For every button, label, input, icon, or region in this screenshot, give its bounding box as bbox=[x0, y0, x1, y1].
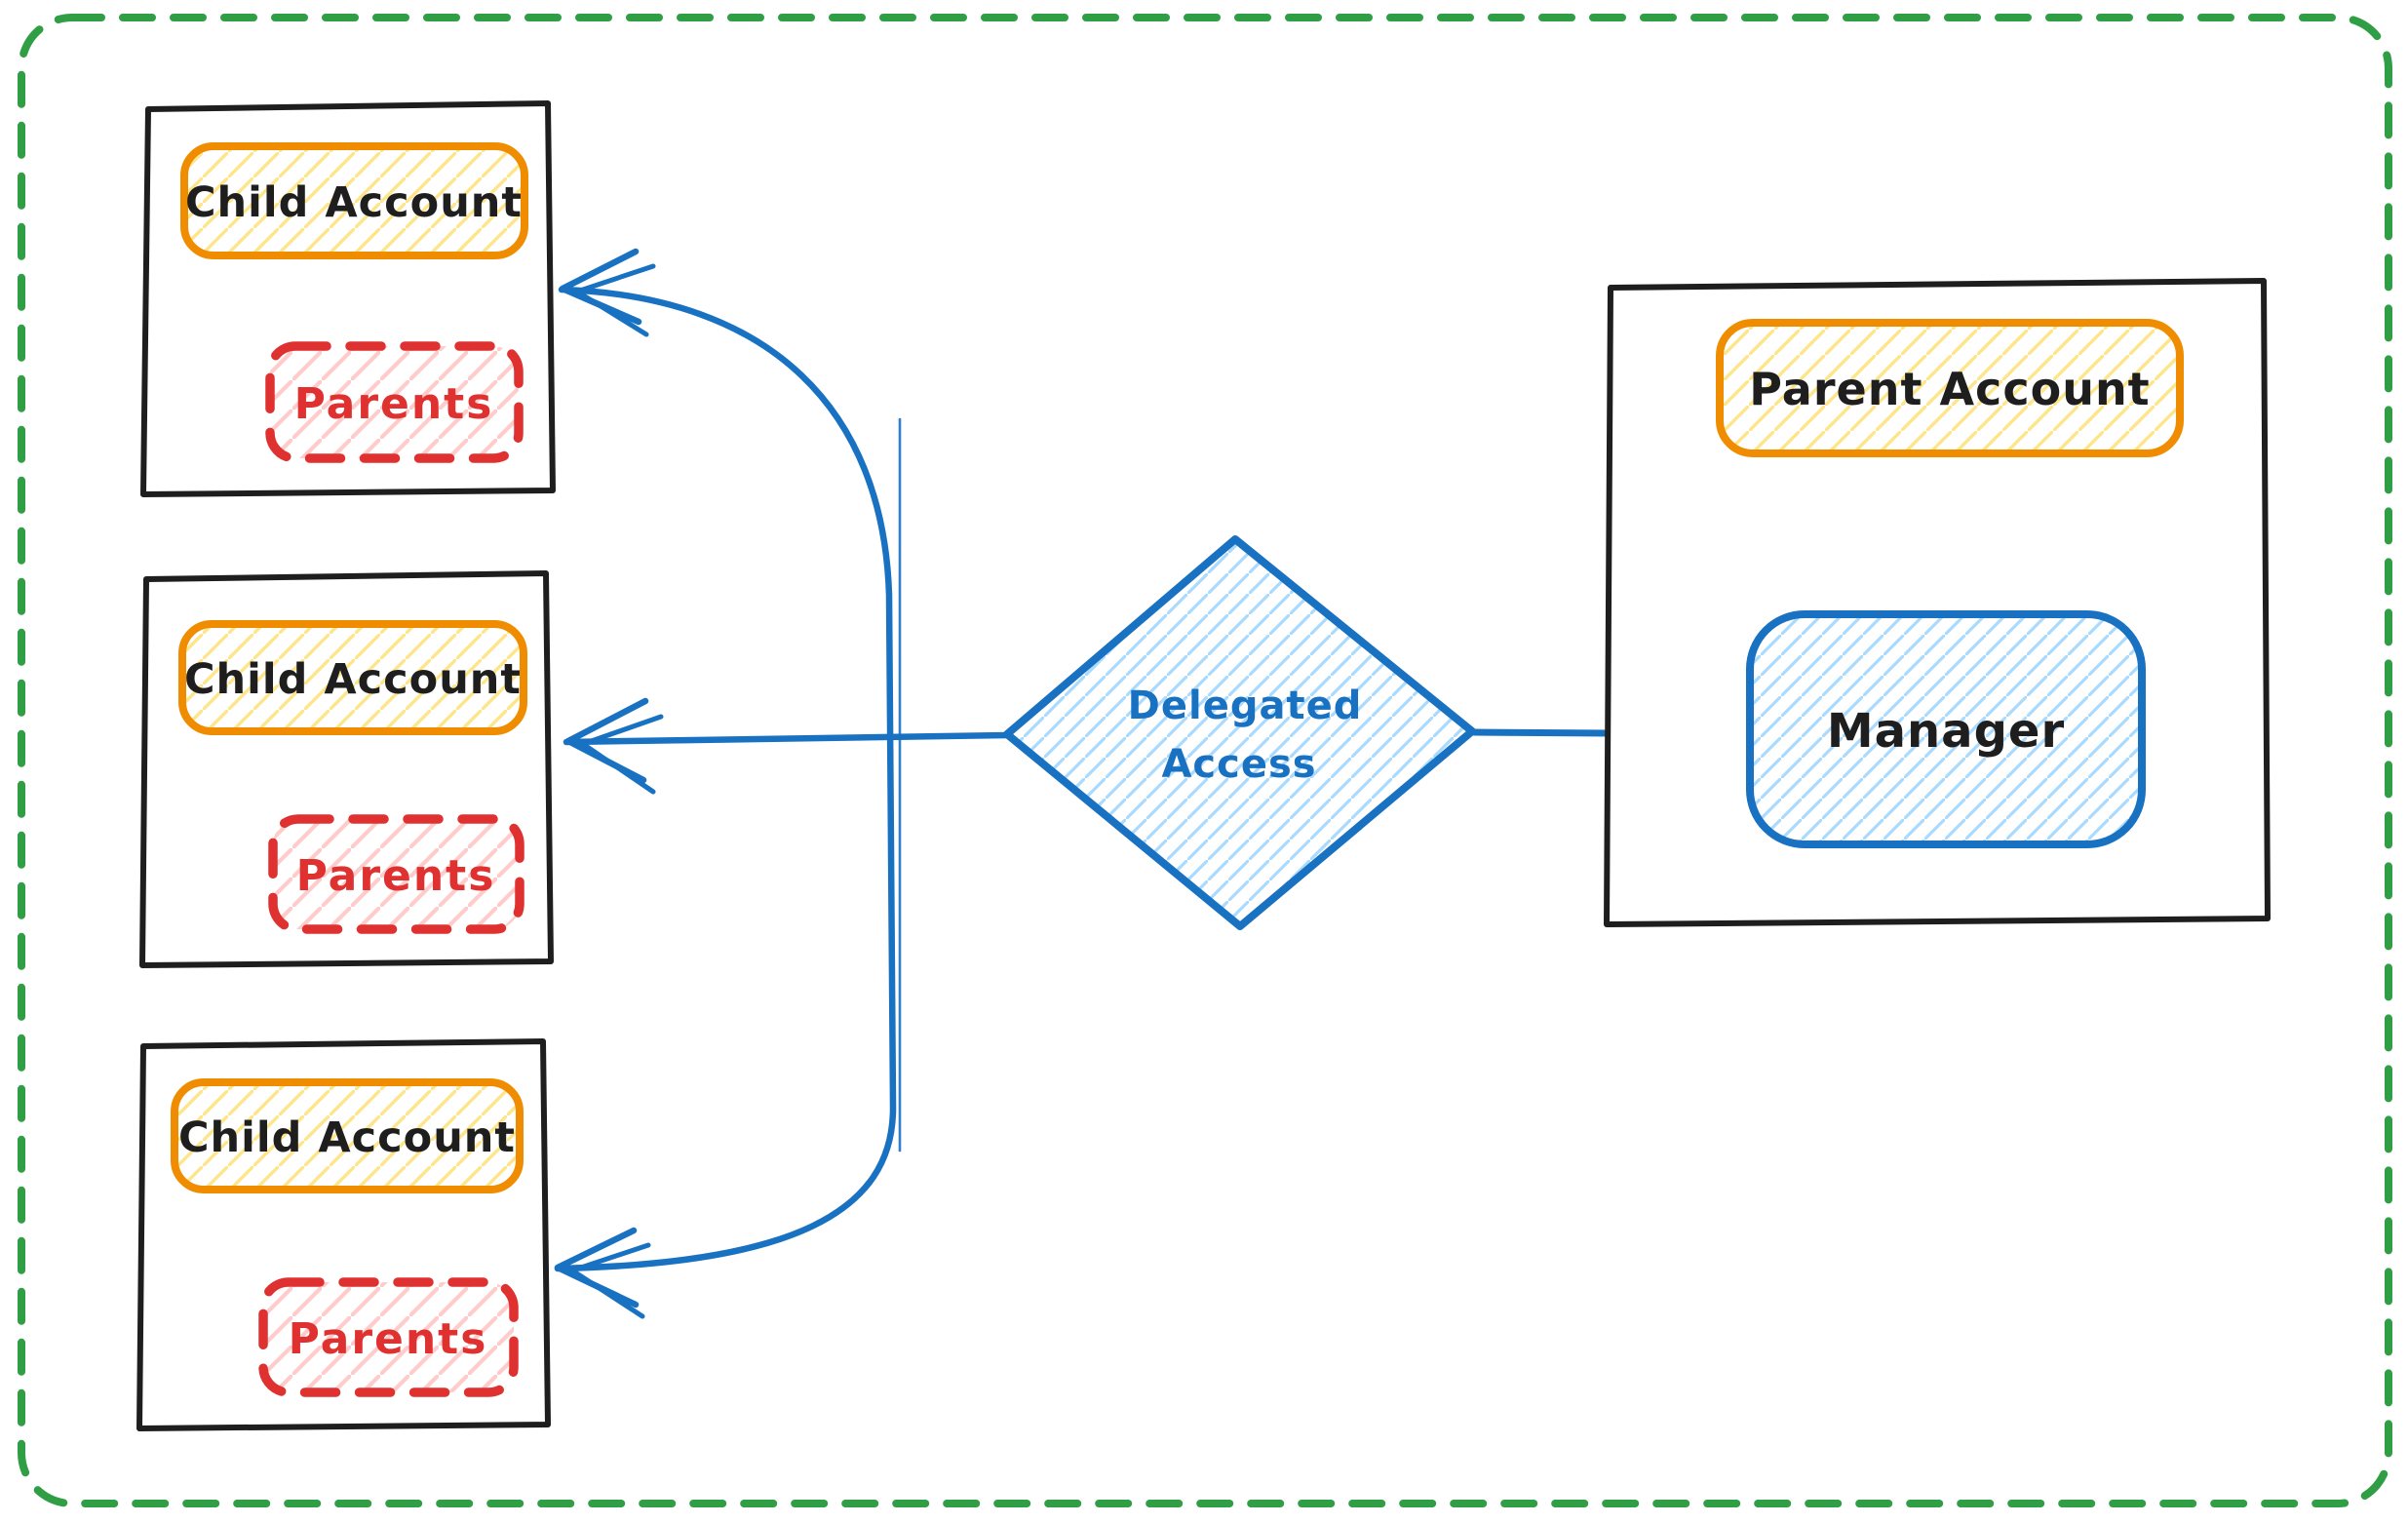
badge-shape bbox=[265, 341, 524, 463]
arrowhead-top bbox=[559, 248, 642, 326]
arrow-delegated-to-middle-child[interactable] bbox=[563, 697, 1013, 795]
manager-label: Manager bbox=[1827, 704, 2065, 759]
parents-badge[interactable]: Parents bbox=[265, 341, 524, 463]
canvas-border bbox=[18, 14, 2392, 1507]
diamond-shape bbox=[1003, 535, 1476, 930]
label-shape bbox=[171, 1078, 524, 1193]
parents-label: Parents bbox=[296, 851, 496, 901]
child-account-box-1[interactable]: Child Account Parents bbox=[140, 100, 556, 497]
delegated-access-line1: Delegated bbox=[1128, 684, 1363, 728]
delegated-access-diamond[interactable]: Delegated Access bbox=[1003, 535, 1476, 930]
middle-arrow-line bbox=[563, 731, 1013, 746]
label-shape bbox=[180, 142, 528, 259]
parent-account-label[interactable]: Parent Account bbox=[1716, 319, 2184, 457]
arrow-delegated-to-children-trunk[interactable] bbox=[554, 248, 902, 1319]
child-account-label[interactable]: Child Account bbox=[171, 1078, 524, 1193]
parents-label: Parents bbox=[289, 1314, 488, 1364]
child-account-title: Child Account bbox=[184, 655, 522, 704]
parents-label: Parents bbox=[294, 379, 494, 429]
delegated-access-line2: Access bbox=[1161, 742, 1316, 787]
manager-shape bbox=[1746, 610, 2146, 848]
arrowhead-bottom-sketch bbox=[569, 1242, 651, 1319]
child-account-box-3[interactable]: Child Account Parents bbox=[136, 1038, 551, 1431]
parents-badge[interactable]: Parents bbox=[258, 1277, 519, 1397]
arrowhead-middle-sketch bbox=[580, 714, 664, 795]
label-shape bbox=[178, 620, 527, 735]
trunk-curve bbox=[554, 286, 897, 1272]
child-account-label[interactable]: Child Account bbox=[178, 620, 527, 735]
parents-badge[interactable]: Parents bbox=[268, 814, 524, 934]
parent-account-box[interactable]: Parent Account Manager bbox=[1604, 278, 2271, 927]
badge-shape bbox=[258, 1277, 519, 1397]
child-account-label[interactable]: Child Account bbox=[180, 142, 528, 259]
manager-node[interactable]: Manager bbox=[1746, 610, 2146, 848]
child-account-box-2[interactable]: Child Account Parents bbox=[139, 570, 554, 968]
label-shape bbox=[1716, 319, 2184, 457]
arrowhead-top-sketch bbox=[574, 263, 656, 337]
badge-shape bbox=[268, 814, 524, 934]
child-account-title: Child Account bbox=[178, 1114, 516, 1162]
child-account-title: Child Account bbox=[185, 178, 523, 227]
parent-account-title: Parent Account bbox=[1749, 363, 2150, 415]
